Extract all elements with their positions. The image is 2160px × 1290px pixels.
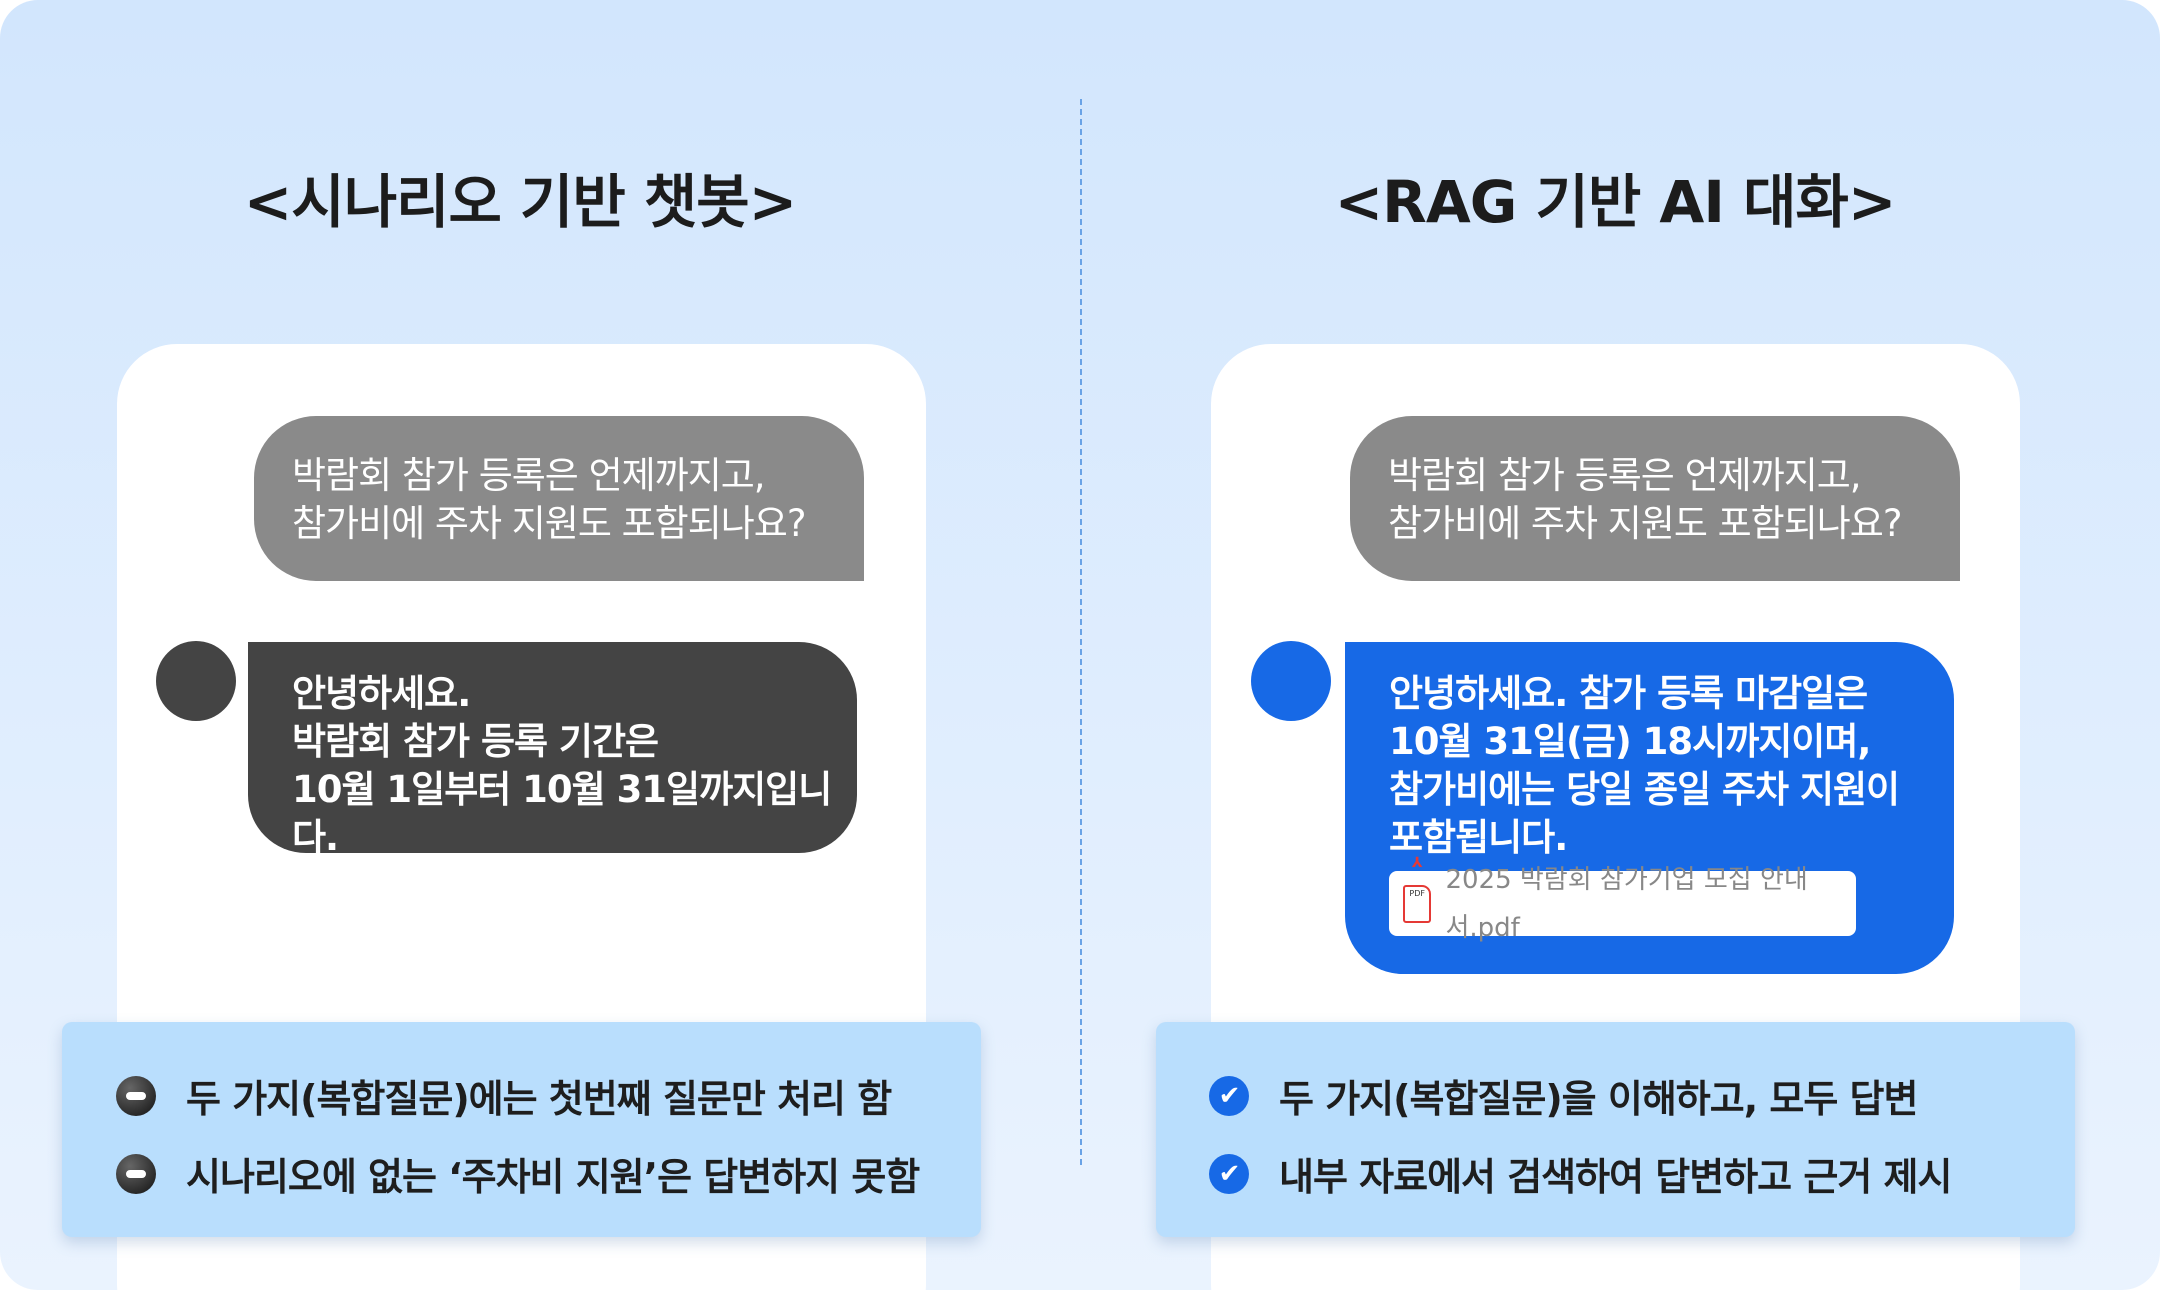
check-circle-icon: ✔ <box>1209 1153 1249 1194</box>
message-line: 10월 1일부터 10월 31일까지입니다. <box>292 768 832 859</box>
pdf-file-icon: ⅄PDF <box>1403 856 1432 923</box>
attachment-name: 2025 박람회 참가기업 모집 안내서.pdf <box>1445 864 1808 943</box>
message-line: 박람회 참가 등록 기간은 <box>292 720 659 763</box>
divider <box>1080 99 1082 1165</box>
summary-item: 시나리오에 없는 ‘주차비 지원’은 답변하지 못함 <box>116 1146 920 1201</box>
minus-circle-icon <box>116 1075 156 1116</box>
summary-text: 두 가지(복합질문)에는 첫번째 질문만 처리 함 <box>186 1077 892 1121</box>
scenario-bot-message: 안녕하세요. 박람회 참가 등록 기간은 10월 1일부터 10월 31일까지입… <box>248 642 857 859</box>
pdf-attachment[interactable]: ⅄PDF 2025 박람회 참가기업 모집 안내서.pdf <box>1389 856 1856 943</box>
check-circle-icon: ✔ <box>1209 1075 1249 1116</box>
message-line: 안녕하세요. <box>292 672 471 715</box>
summary-text: 내부 자료에서 검색하여 답변하고 근거 제시 <box>1279 1155 1952 1199</box>
rag-bot-message: 안녕하세요. 참가 등록 마감일은 10월 31일(금) 18시까지이며, 참가… <box>1345 642 1954 974</box>
summary-text: 두 가지(복합질문)을 이해하고, 모두 답변 <box>1279 1077 1918 1121</box>
rag-summary-box: ✔ 두 가지(복합질문)을 이해하고, 모두 답변 ✔ 내부 자료에서 검색하여… <box>1156 1022 2075 1237</box>
scenario-user-message: 박람회 참가 등록은 언제까지고, 참가비에 주차 지원도 포함되나요? <box>254 416 864 581</box>
message-line: 포함됩니다. <box>1389 816 1568 859</box>
message-line: 박람회 참가 등록은 언제까지고, <box>1388 454 1862 497</box>
summary-item: 두 가지(복합질문)에는 첫번째 질문만 처리 함 <box>116 1068 892 1123</box>
scenario-bot-avatar <box>156 641 236 721</box>
message-line: 10월 31일(금) 18시까지이며, <box>1389 720 1871 763</box>
message-line: 참가비에 주차 지원도 포함되나요? <box>1388 502 1902 545</box>
scenario-summary-box: 두 가지(복합질문)에는 첫번째 질문만 처리 함 시나리오에 없는 ‘주차비 … <box>62 1022 981 1237</box>
scenario-title: <시나리오 기반 챗봇> <box>243 168 797 236</box>
rag-bot-avatar <box>1251 641 1331 721</box>
summary-item: ✔ 두 가지(복합질문)을 이해하고, 모두 답변 <box>1209 1068 1918 1123</box>
pdf-icon-label: PDF <box>1409 888 1426 898</box>
message-line: 박람회 참가 등록은 언제까지고, <box>292 454 766 497</box>
message-line: 참가비에는 당일 종일 주차 지원이 <box>1389 768 1900 811</box>
rag-title: <RAG 기반 AI 대화> <box>1334 168 1897 236</box>
summary-item: ✔ 내부 자료에서 검색하여 답변하고 근거 제시 <box>1209 1146 1952 1201</box>
rag-user-message: 박람회 참가 등록은 언제까지고, 참가비에 주차 지원도 포함되나요? <box>1350 416 1960 581</box>
message-line: 참가비에 주차 지원도 포함되나요? <box>292 502 806 545</box>
summary-text: 시나리오에 없는 ‘주차비 지원’은 답변하지 못함 <box>186 1155 920 1199</box>
message-line: 안녕하세요. 참가 등록 마감일은 <box>1389 672 1868 715</box>
minus-circle-icon <box>116 1153 156 1194</box>
